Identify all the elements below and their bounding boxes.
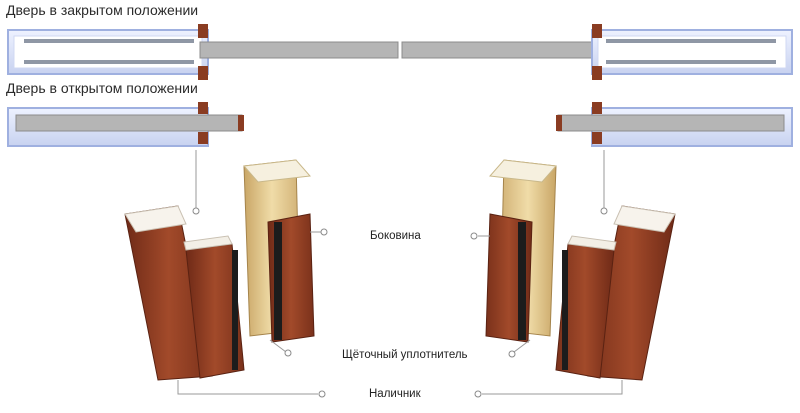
seal-block (592, 66, 602, 80)
left-brush-seal (232, 250, 238, 370)
seal-block (198, 132, 208, 144)
right-door-panel-closed (401, 41, 601, 59)
seal-block (592, 132, 602, 144)
closed-door-section (7, 24, 793, 80)
left-door-panel-open (15, 114, 243, 132)
casing-label: Наличник (369, 388, 421, 400)
open-door-section (7, 102, 793, 147)
leader-lines (177, 150, 623, 395)
callout-marker (474, 390, 482, 398)
callout-marker (192, 207, 200, 215)
brush-seal-label: Щёточный уплотнитель (342, 349, 468, 361)
right-door-panel-open (557, 114, 785, 132)
right-brush-seal (562, 250, 568, 370)
callout-marker (470, 232, 478, 240)
side-panel-label: Боковина (370, 230, 421, 242)
open-position-heading: Дверь в открытом положении (6, 80, 198, 96)
closed-position-heading: Дверь в закрытом положении (6, 2, 199, 18)
left-profile-3d (124, 159, 315, 381)
right-door-brush (518, 222, 526, 340)
right-profile-3d (485, 159, 676, 381)
left-door-panel-closed (199, 41, 399, 59)
callout-marker (318, 390, 326, 398)
seal-block (198, 24, 208, 38)
callout-marker (320, 228, 328, 236)
callout-markers (192, 207, 608, 398)
seal-block (592, 102, 602, 114)
seal-block (592, 24, 602, 38)
callout-marker (284, 349, 292, 357)
seal-block (198, 66, 208, 80)
left-door-brush (274, 222, 282, 340)
callout-marker (508, 350, 516, 358)
callout-marker (600, 207, 608, 215)
seal-block (198, 102, 208, 114)
